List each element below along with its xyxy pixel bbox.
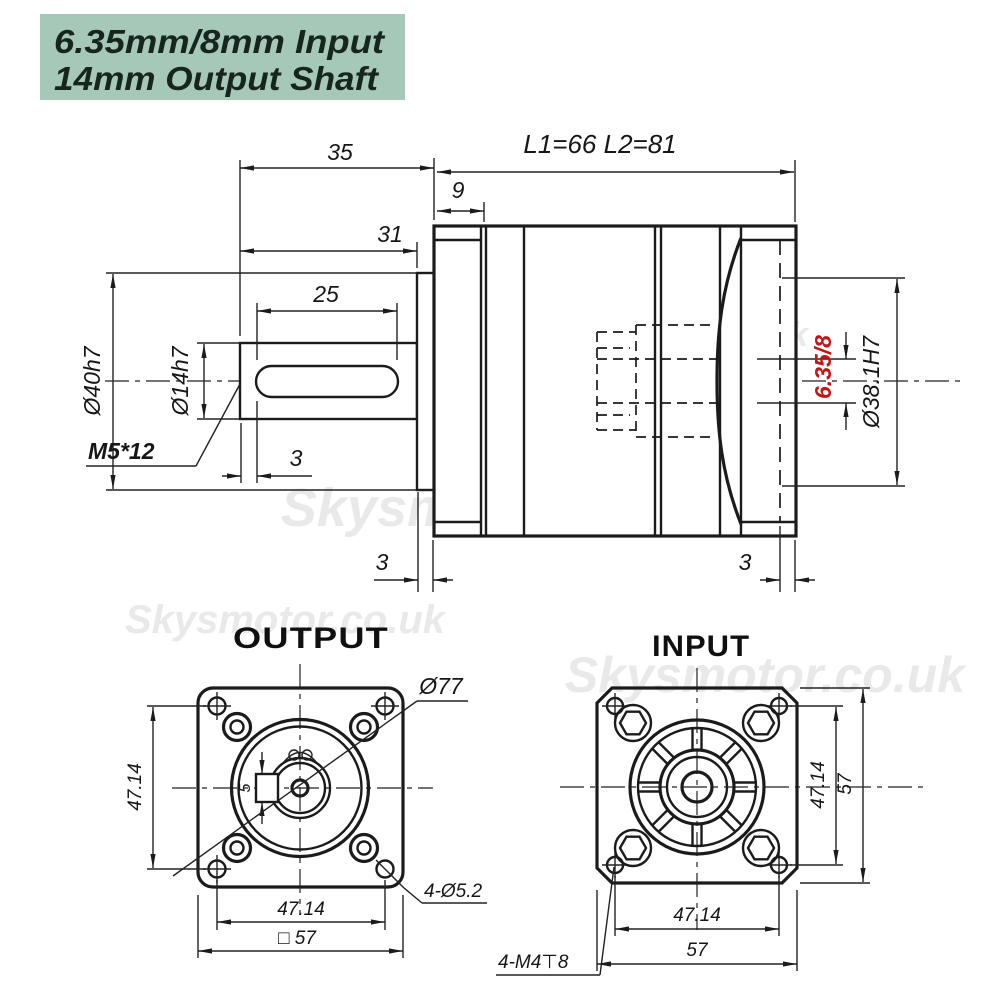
dim-3-front-label: 3 xyxy=(376,549,389,575)
banner: 6.35mm/8mm Input 14mm Output Shaft xyxy=(40,14,405,100)
output-pilot-boss xyxy=(415,271,436,492)
input-dim-bottom-inner: 47.14 xyxy=(614,876,780,936)
dim-3-shaft-label: 3 xyxy=(290,445,303,471)
output-shaft xyxy=(238,271,436,492)
dim-9: 9 xyxy=(437,177,485,222)
banner-line1: 6.35mm/8mm Input xyxy=(54,23,386,60)
output-center-tap xyxy=(290,778,310,798)
dim-dia14-label: Ø14h7 xyxy=(167,345,193,416)
input-bore-label: 6.35/8 xyxy=(810,335,836,399)
input-title: INPUT xyxy=(652,630,750,663)
dim-31: 31 xyxy=(240,221,418,268)
dim-25-label: 25 xyxy=(312,281,339,307)
watermark-text: Skysmotor.co.uk xyxy=(565,647,967,703)
output-dim-left-label: 47.14 xyxy=(125,763,146,811)
input-dim-bottom-inner-label: 47.14 xyxy=(673,905,721,926)
dim-3-front: 3 xyxy=(374,492,453,592)
input-wheel-spokes xyxy=(638,728,756,846)
circlip-detail xyxy=(282,751,318,764)
dim-31-label: 31 xyxy=(377,221,403,247)
holes-label: 4-Ø5.2 xyxy=(424,881,483,902)
dia77-label: Ø77 xyxy=(418,673,464,699)
dim-dia381-label: Ø38.1H7 xyxy=(858,335,884,429)
input-dim-right-outer: 57 xyxy=(800,687,870,884)
shaft-keyway-slot xyxy=(254,364,400,399)
dim-3-rear: 3 xyxy=(739,526,815,592)
dim-25: 25 xyxy=(256,281,398,360)
output-socket-screws xyxy=(221,711,380,864)
side-view: 35 L1=66 L2=81 31 9 25 xyxy=(79,129,963,592)
input-dim-bottom-outer: 57 xyxy=(596,890,798,971)
callout-thread: M5*12 xyxy=(86,383,241,467)
dim-3-shaft: 3 xyxy=(222,401,312,483)
input-flange xyxy=(595,686,799,885)
dim-9-label: 9 xyxy=(452,177,465,203)
banner-background xyxy=(40,14,405,100)
dim-dia381: Ø38.1H7 xyxy=(782,277,905,487)
output-view: OUTPUT xyxy=(125,622,487,958)
output-title: OUTPUT xyxy=(233,622,389,655)
key-width-label: 5 xyxy=(237,783,254,792)
dim-dia40-label: Ø40h7 xyxy=(79,345,105,416)
input-corner-holes xyxy=(602,693,792,878)
output-dim-bottom: 47.14 xyxy=(216,880,386,930)
watermark-text: Skysmotor.co.uk xyxy=(125,598,447,642)
output-dim-square: □ 57 xyxy=(197,895,404,958)
input-hex-screws xyxy=(613,703,781,868)
dim-dia14: Ø14h7 xyxy=(167,342,242,420)
input-dim-right-outer-label: 57 xyxy=(835,772,856,795)
output-dim-square-label: □ 57 xyxy=(278,928,317,949)
input-dim-right-inner-label: 47.14 xyxy=(808,761,829,809)
input-dim-bottom-outer-label: 57 xyxy=(686,940,709,961)
input-bore-circle xyxy=(680,770,714,804)
hidden-input-bore xyxy=(596,324,718,438)
dim-input-bore: 6.35/8 xyxy=(757,332,856,430)
output-corner-holes xyxy=(203,692,399,883)
input-view: INPUT xyxy=(496,630,928,976)
screws-label: 4-M4⊤8 xyxy=(498,952,569,973)
input-dim-right-inner: 47.14 xyxy=(790,705,843,866)
output-flange xyxy=(196,686,405,889)
dim-35-label: 35 xyxy=(327,139,353,165)
dim-3-rear-label: 3 xyxy=(739,549,752,575)
callout-holes: 4-Ø5.2 xyxy=(375,859,487,904)
output-dim-bottom-label: 47.14 xyxy=(277,899,325,920)
callout-dia77: Ø77 xyxy=(172,673,468,877)
output-dim-left: 47.14 xyxy=(125,705,206,870)
gearbox-body xyxy=(432,224,798,538)
dim-length: L1=66 L2=81 xyxy=(437,129,796,222)
dim-dia40: Ø40h7 xyxy=(79,272,434,491)
banner-line2: 14mm Output Shaft xyxy=(54,60,380,97)
callout-screws: 4-M4⊤8 xyxy=(496,866,615,976)
dim-length-label: L1=66 L2=81 xyxy=(523,129,676,159)
dim-35: 35 xyxy=(239,139,435,336)
thread-label: M5*12 xyxy=(88,438,155,464)
rear-face-curve xyxy=(715,237,743,525)
input-wheel xyxy=(628,718,766,856)
